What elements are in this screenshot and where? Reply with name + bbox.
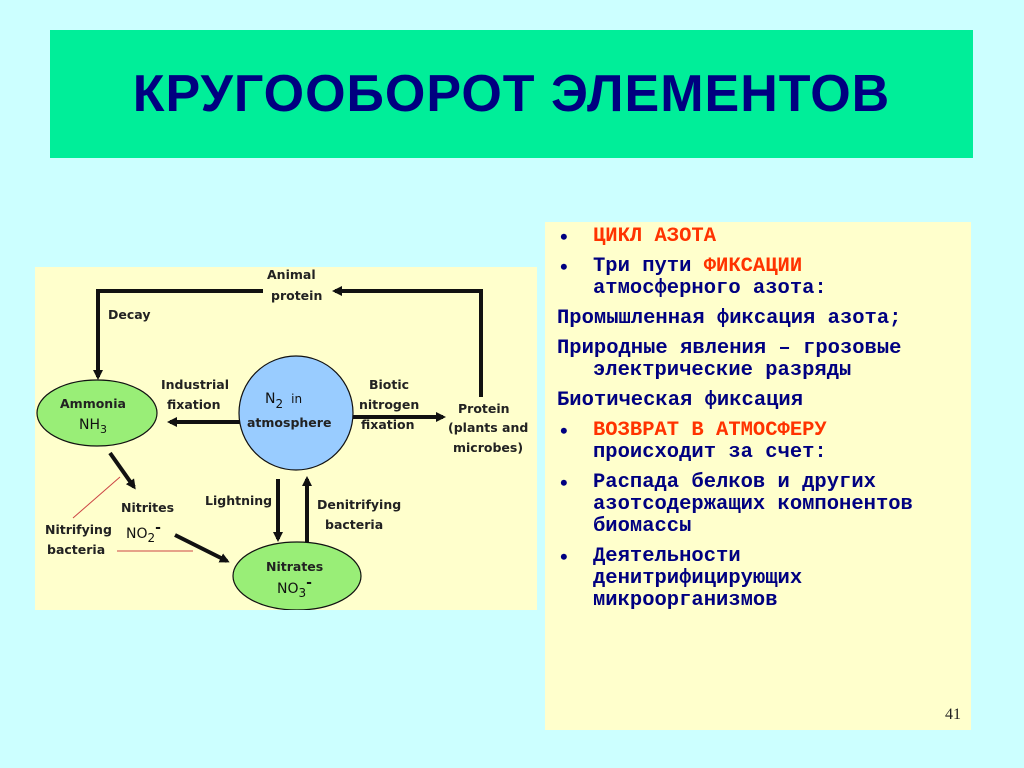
item-text: Распада белков и других азотсодержащих к… [593, 471, 913, 538]
sub-item: Промышленная фиксация азота; [557, 308, 961, 330]
sub-item: Природные явления – грозовые электрическ… [557, 338, 961, 382]
label-nitrites: Nitrites [121, 500, 174, 515]
label-biotic-fixation: fixation [361, 417, 415, 432]
item-text: Природные явления – грозовые электрическ… [557, 337, 902, 382]
page-number: 41 [945, 706, 961, 723]
no2-main: NO [126, 526, 148, 542]
arrow-nitrites-to-nitrates [174, 533, 230, 563]
slide-title: КРУГООБОРОТ ЭЛЕМЕНТОВ [132, 65, 891, 123]
label-biotic-nitrogen: nitrogen [359, 397, 419, 412]
label-protein: protein [271, 288, 322, 303]
label-no2: NO2- [126, 520, 161, 545]
label-biotic: Biotic [369, 377, 409, 392]
item-text: Деятельности денитрифицирующих микроорга… [593, 545, 803, 612]
highlighted-text: ВОЗВРАТ В АТМОСФЕРУ [593, 419, 827, 442]
item-text: атмосферного азота: [593, 277, 827, 300]
nitrates-node [232, 541, 362, 610]
label-nitrates: Nitrates [266, 559, 323, 574]
label-lightning: Lightning [205, 493, 272, 508]
item-text: Промышленная фиксация азота; [557, 307, 902, 330]
bullet-item: ЦИКЛ АЗОТА [557, 225, 961, 249]
nitrifying-line-1 [72, 476, 121, 519]
label-nitrifying-bacteria: bacteria [47, 542, 105, 557]
label-microbes: microbes) [453, 440, 523, 455]
ammonia-node [36, 379, 158, 447]
text-panel: ЦИКЛ АЗОТА Три пути ФИКСАЦИИ атмосферного… [545, 222, 971, 730]
label-n2: N2 in [265, 391, 302, 411]
label-decay: Decay [108, 307, 150, 322]
label-industrial: Industrial [161, 377, 229, 392]
highlighted-text: ЦИКЛ АЗОТА [593, 225, 717, 248]
label-animal: Animal [267, 267, 316, 282]
arrow-decay-to-ammonia [93, 289, 263, 380]
label-plants-and: (plants and [448, 420, 528, 435]
bullet-item: Деятельности денитрифицирующих микроорга… [557, 546, 961, 612]
label-nh3: NH3 [79, 417, 107, 436]
label-nitrifying: Nitrifying [45, 522, 112, 537]
label-ammonia: Ammonia [60, 396, 126, 411]
arrow-protein-to-animal [332, 286, 483, 397]
n2-atmosphere-node [238, 355, 354, 471]
no2-sup: - [155, 520, 161, 536]
label-protein-node: Protein [458, 401, 510, 416]
label-atmosphere: atmosphere [247, 415, 331, 430]
bullet-item: ВОЗВРАТ В АТМОСФЕРУ происходит за счет: [557, 420, 961, 464]
item-text: Три пути [593, 255, 704, 278]
label-no3: NO3- [277, 575, 312, 600]
text-list: ЦИКЛ АЗОТА Три пути ФИКСАЦИИ атмосферного… [557, 226, 961, 612]
label-denitrifying-bacteria: bacteria [325, 517, 383, 532]
bullet-item: Три пути ФИКСАЦИИ атмосферного азота: [557, 256, 961, 300]
n2-main: N [265, 391, 275, 407]
bullet-item: Распада белков и других азотсодержащих к… [557, 472, 961, 538]
label-industrial-fixation: fixation [167, 397, 221, 412]
label-denitrifying: Denitrifying [317, 497, 401, 512]
no3-sub: 3 [299, 586, 307, 600]
title-bar: КРУГООБОРОТ ЭЛЕМЕНТОВ [50, 30, 973, 158]
n2-in: in [291, 392, 302, 406]
arrow-ammonia-to-nitrites [108, 451, 136, 490]
item-text: Биотическая фиксация [557, 389, 804, 412]
nh3-main: NH [79, 417, 100, 433]
n2-sub: 2 [275, 397, 283, 411]
sub-item: Биотическая фиксация [557, 390, 961, 412]
nh3-sub: 3 [100, 423, 107, 436]
nitrogen-cycle-diagram: Animal protein Decay Ammonia NH3 Industr… [35, 267, 537, 610]
diagram-svg: Animal protein Decay Ammonia NH3 Industr… [36, 267, 528, 610]
no3-sup: - [306, 575, 312, 591]
highlighted-text: ФИКСАЦИИ [703, 255, 803, 278]
no3-main: NO [277, 581, 299, 597]
item-text: происходит за счет: [593, 441, 827, 464]
no2-sub: 2 [148, 531, 156, 545]
